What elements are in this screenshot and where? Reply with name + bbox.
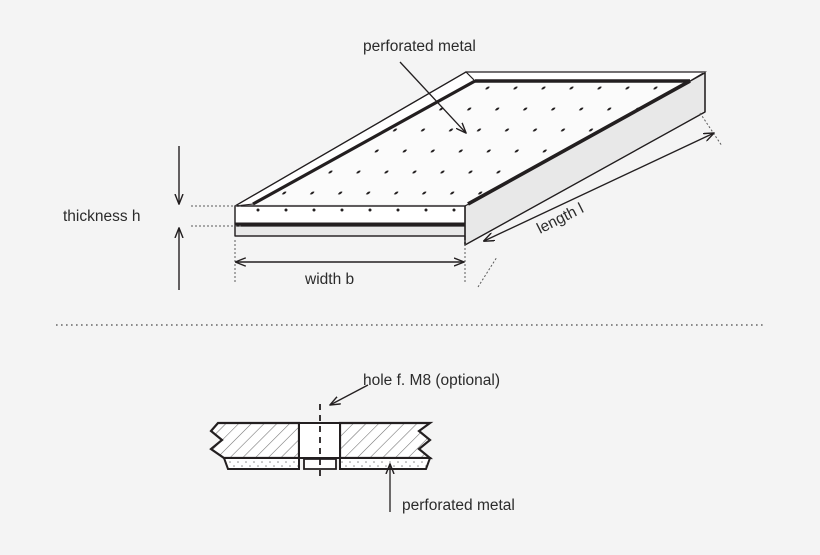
panel-top-perforation-pattern xyxy=(253,81,690,204)
isometric-panel-view: perforated metal thickness h width b len… xyxy=(63,38,723,290)
section-block-left xyxy=(209,421,301,460)
thickness-label: thickness h xyxy=(63,208,141,225)
panel-front-perforations xyxy=(235,206,465,224)
hole-leader-line xyxy=(330,384,369,405)
perforated-metal-leader-line xyxy=(399,61,466,133)
length-extension-line-near xyxy=(477,256,498,288)
perforated-metal-label-top: perforated metal xyxy=(363,38,476,55)
cross-section-view: hole f. M8 (optional) perforated metal xyxy=(209,372,515,514)
perforated-strip-right xyxy=(339,457,432,470)
hole-label: hole f. M8 (optional) xyxy=(363,372,500,389)
panel-front-lower-band xyxy=(234,225,466,237)
width-label: width b xyxy=(304,271,354,288)
length-extension-line-far xyxy=(699,112,723,147)
perforated-metal-label-bottom: perforated metal xyxy=(402,497,515,514)
length-dimension-line xyxy=(484,133,714,241)
perforated-strip-left xyxy=(222,457,300,470)
panel-left-inner-edge xyxy=(252,79,476,206)
section-block-right xyxy=(338,421,434,460)
